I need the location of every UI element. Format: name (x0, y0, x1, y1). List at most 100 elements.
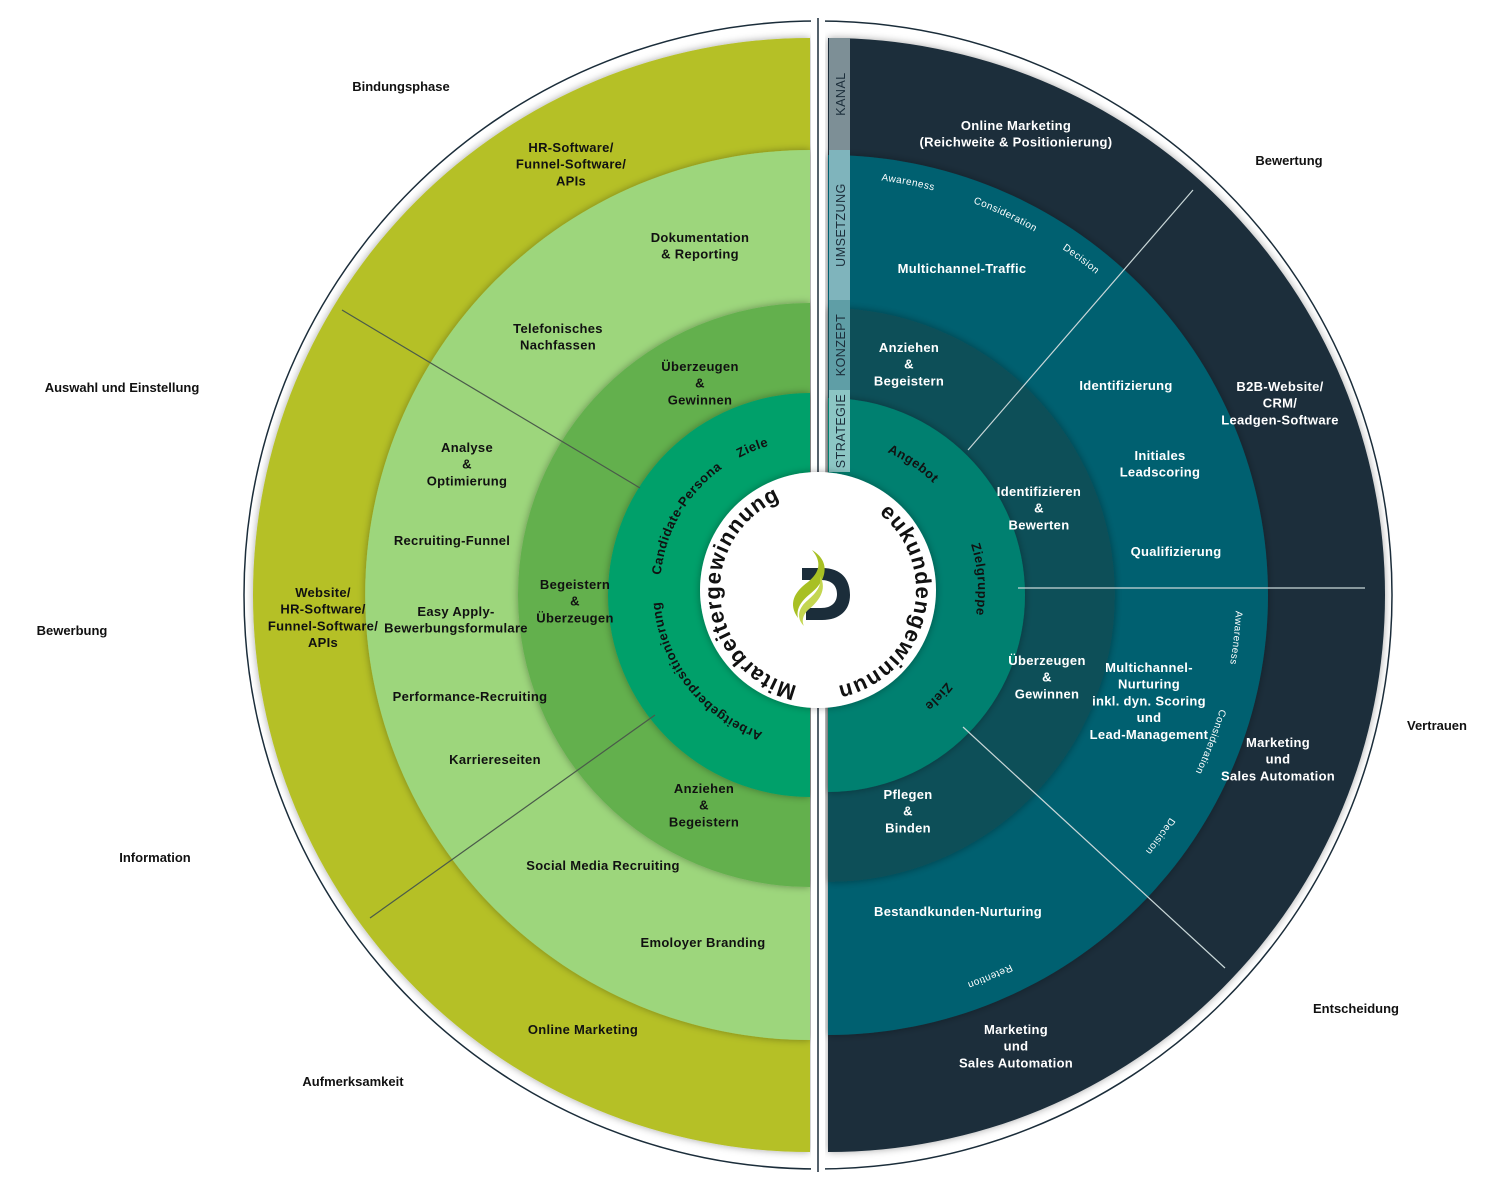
label-line: Analyse (441, 440, 493, 455)
label-line: Überzeugen (661, 359, 738, 374)
label-line: Bewerbung (37, 623, 108, 638)
label-line: & (904, 357, 914, 372)
label-line: Auswahl und Einstellung (45, 380, 200, 395)
left-umsetzung-easy_apply-label: Easy Apply-Bewerbungsformulare (384, 604, 528, 636)
phases-information-label: Information (119, 850, 191, 865)
right-konzept-pflegen-label: Pflegen&Binden (883, 787, 932, 835)
label-line: Begeistern (540, 577, 610, 592)
label-line: Leadscoring (1120, 465, 1201, 480)
left-umsetzung-karriereseiten-label: Karriereseiten (449, 752, 541, 767)
left-konzept-anziehen-label: Anziehen&Begeistern (669, 781, 739, 829)
right-umsetzung-bestandkunden-label: Bestandkunden-Nurturing (874, 904, 1042, 919)
label-line: Multichannel-Traffic (898, 261, 1027, 276)
label-line: Identifizieren (997, 484, 1081, 499)
label-line: & (570, 594, 580, 609)
strip-konzept-segment (829, 300, 850, 390)
left-konzept-begeistern-label: Begeistern&Überzeugen (536, 577, 613, 625)
label-line: Karriereseiten (449, 752, 541, 767)
right-konzept-identifizieren-label: Identifizieren&Bewerten (997, 484, 1081, 532)
label-line: inkl. dyn. Scoring (1092, 693, 1206, 708)
label-line: Sales Automation (959, 1055, 1073, 1070)
left-konzept-ueberzeugen-label: Überzeugen &Gewinnen (661, 359, 738, 407)
right-umsetzung-identifizierung-label: Identifizierung (1079, 378, 1172, 393)
right-konzept-ueberzeugen-label: Überzeugen &Gewinnen (1008, 653, 1085, 701)
label-line: Information (119, 850, 191, 865)
label-line: Multichannel- (1105, 660, 1193, 675)
label-line: & Reporting (661, 247, 739, 262)
label-line: Binden (885, 820, 931, 835)
label-line: (Reichweite & Positionierung) (920, 135, 1113, 150)
phases-bewerbung-label: Bewerbung (37, 623, 108, 638)
strip-strategie-segment (829, 390, 850, 472)
phases-bindungsphase-label: Bindungsphase (352, 79, 450, 94)
label-line: Sales Automation (1221, 768, 1335, 783)
label-line: Gewinnen (668, 392, 733, 407)
label-line: APIs (308, 635, 338, 650)
label-line: Social Media Recruiting (526, 858, 680, 873)
strip-umsetzung-segment (829, 150, 850, 300)
label-line: Funnel-Software/ (268, 618, 378, 633)
label-line: Funnel-Software/ (516, 157, 626, 172)
left-kanal-hr_software-label: HR-Software/Funnel-Software/APIs (516, 140, 626, 188)
label-line: & (903, 804, 913, 819)
right-kanal-b2b-label: B2B-Website/CRM/Leadgen-Software (1221, 379, 1338, 427)
label-line: & (1034, 501, 1044, 516)
label-line: & (695, 376, 705, 391)
label-line: Emoloyer Branding (640, 935, 765, 950)
strip-umsetzung-label: UMSETZUNG (834, 183, 848, 267)
phases-vertrauen-label: Vertrauen (1407, 718, 1467, 733)
left-umsetzung-recruiting_funnel-label: Recruiting-Funnel (394, 533, 510, 548)
phases-auswahl-label: Auswahl und Einstellung (45, 380, 200, 395)
label-line: Easy Apply- (417, 604, 494, 619)
label-line: Vertrauen (1407, 718, 1467, 733)
label-line: Online Marketing (528, 1022, 638, 1037)
left-umsetzung-performance-label: Performance-Recruiting (393, 689, 548, 704)
label-line: Optimierung (427, 473, 508, 488)
left-umsetzung-employer_branding-label: Emoloyer Branding (640, 935, 765, 950)
label-line: Bestandkunden-Nurturing (874, 904, 1042, 919)
phases-bewertung-label: Bewertung (1255, 153, 1322, 168)
strip-kanal-label: KANAL (834, 72, 848, 116)
right-konzept-anziehen-label: Anziehen &Begeistern (874, 340, 944, 388)
strip-kanal-segment (829, 38, 850, 150)
label-line: und (1004, 1039, 1029, 1054)
label-line: Aufmerksamkeit (302, 1074, 404, 1089)
left-umsetzung-dokumentation-label: Dokumentation& Reporting (651, 230, 750, 262)
phases-aufmerksamkeit-label: Aufmerksamkeit (302, 1074, 404, 1089)
label-line: & (1042, 670, 1052, 685)
label-line: Nurturing (1118, 677, 1180, 692)
label-line: Website/ (295, 585, 351, 600)
label-line: und (1137, 710, 1162, 725)
label-line: Marketing (984, 1022, 1048, 1037)
strip-strategie-label: STRATEGIE (834, 394, 848, 468)
phase-divider-line (967, 189, 1194, 451)
label-line: Recruiting-Funnel (394, 533, 510, 548)
label-line: Bewertung (1255, 153, 1322, 168)
label-line: Entscheidung (1313, 1001, 1399, 1016)
left-umsetzung-social_media-label: Social Media Recruiting (526, 858, 680, 873)
left-kanal-website-label: Website/HR-Software/Funnel-Software/APIs (268, 585, 378, 650)
label-line: & (699, 798, 709, 813)
label-line: Gewinnen (1015, 686, 1080, 701)
label-line: Begeistern (669, 814, 739, 829)
label-line: Identifizierung (1079, 378, 1172, 393)
label-line: & (462, 457, 472, 472)
phase-divider-line (369, 714, 656, 919)
label-line: B2B-Website/ (1236, 379, 1323, 394)
label-line: Begeistern (874, 373, 944, 388)
label-line: Nachfassen (520, 338, 596, 353)
label-line: Anziehen (879, 340, 939, 355)
label-line: Performance-Recruiting (393, 689, 548, 704)
label-line: Überzeugen (1008, 653, 1085, 668)
label-line: Leadgen-Software (1221, 412, 1338, 427)
label-line: und (1266, 752, 1291, 767)
label-line: HR-Software/ (280, 602, 365, 617)
label-line: CRM/ (1263, 396, 1298, 411)
right-umsetzung-traffic-label: Multichannel-Traffic (898, 261, 1027, 276)
phase-divider-line (341, 309, 641, 489)
